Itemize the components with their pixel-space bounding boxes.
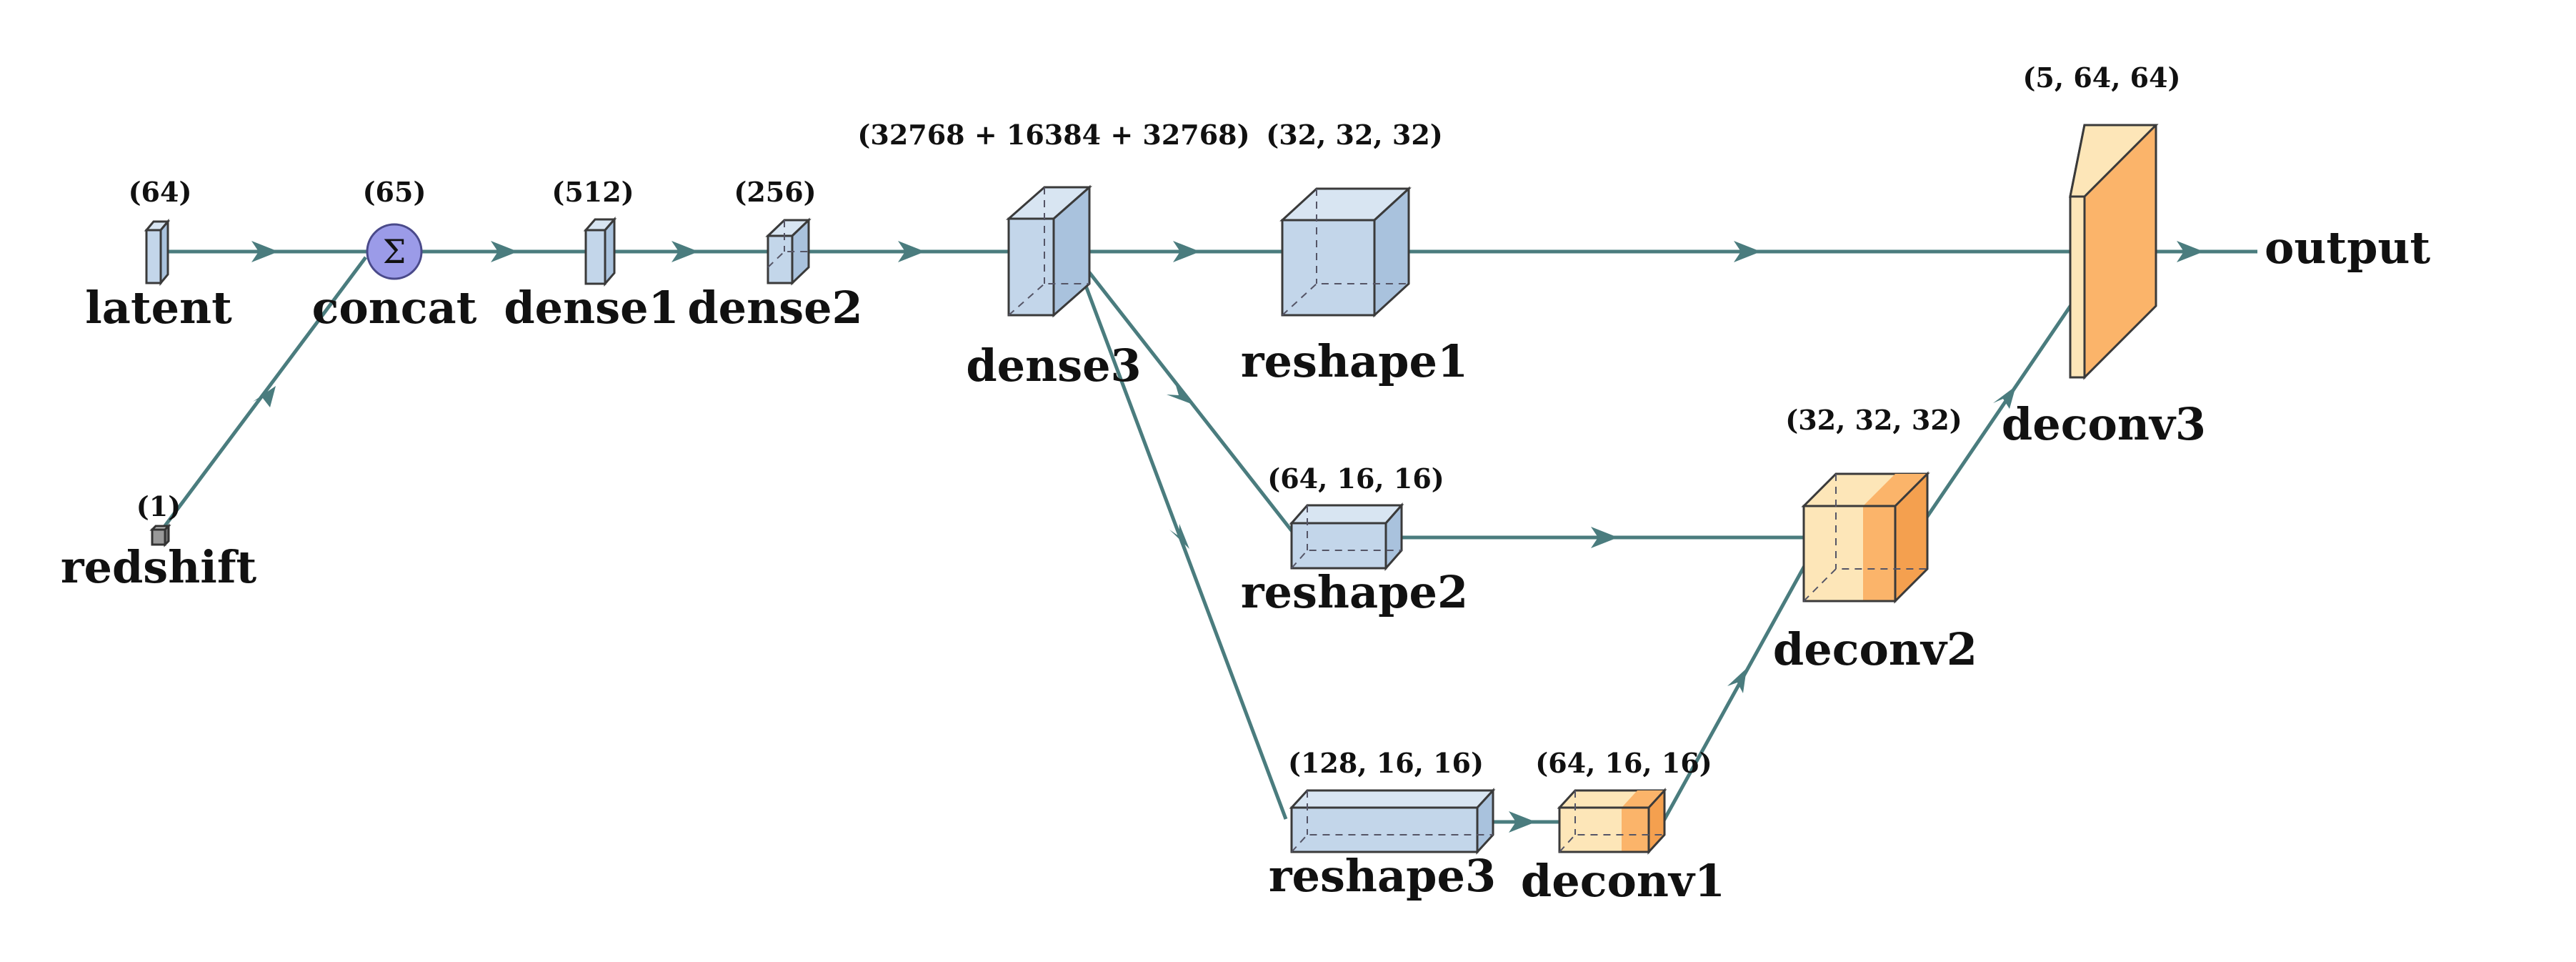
reshape1-label: reshape1 [1241, 335, 1468, 387]
arrowhead [491, 241, 518, 262]
reshape3-label: reshape3 [1269, 850, 1496, 902]
latent-dim: (64) [129, 176, 192, 208]
node-redshift [149, 523, 171, 547]
node-deconv1 [1557, 788, 1667, 855]
concat-label: concat [312, 282, 477, 334]
arrowhead [251, 241, 279, 262]
node-latent [144, 218, 171, 287]
sigma-icon: Σ [383, 232, 406, 271]
dense2-label: dense2 [687, 282, 862, 334]
node-deconv2 [1801, 471, 1930, 604]
arrowhead [672, 241, 699, 262]
reshape1-dim: (32, 32, 32) [1266, 119, 1443, 151]
node-dense2 [765, 217, 812, 286]
output-label: output [2265, 222, 2430, 274]
dense1-dim: (512) [551, 176, 634, 208]
dense3-label: dense3 [966, 339, 1141, 392]
reshape3-dim: (128, 16, 16) [1288, 747, 1484, 779]
node-reshape2 [1289, 502, 1404, 571]
dense3-dim: (32768 + 16384 + 32768) [857, 119, 1249, 151]
reshape2-dim: (64, 16, 16) [1267, 462, 1444, 495]
latent-label: latent [85, 282, 232, 334]
arrowhead [1727, 668, 1747, 693]
arrowhead [1591, 527, 1618, 548]
arrowhead [253, 386, 276, 407]
node-reshape1 [1279, 186, 1412, 318]
arrowhead [1173, 241, 1200, 262]
node-concat [366, 223, 423, 280]
arrowhead [1169, 524, 1189, 549]
dense1-label: dense1 [504, 282, 679, 334]
arrowhead [1509, 811, 1536, 833]
node-reshape3 [1289, 788, 1496, 855]
node-dense1 [583, 216, 617, 287]
node-dense3 [1006, 184, 1092, 318]
deconv3-dim: (5, 64, 64) [2022, 61, 2180, 94]
deconv2-dim: (32, 32, 32) [1785, 404, 1962, 436]
deconv1-dim: (64, 16, 16) [1535, 747, 1712, 779]
dense2-dim: (256) [734, 176, 816, 208]
deconv1-label: deconv1 [1521, 855, 1725, 907]
reshape2-label: reshape2 [1241, 566, 1468, 618]
arrowhead [2177, 241, 2204, 262]
concat-dim: (65) [363, 176, 426, 208]
arrowhead [898, 241, 925, 262]
edge-dense3-reshape2 [1072, 250, 1294, 534]
node-deconv3 [2069, 124, 2159, 380]
arrowhead [1734, 241, 1761, 262]
arrowhead [1993, 386, 2016, 409]
deconv3-label: deconv3 [2002, 398, 2206, 450]
arrowhead [1167, 383, 1193, 405]
deconv2-label: deconv2 [1773, 623, 1977, 675]
redshift-dim: (1) [136, 490, 181, 522]
redshift-label: redshift [61, 541, 257, 593]
